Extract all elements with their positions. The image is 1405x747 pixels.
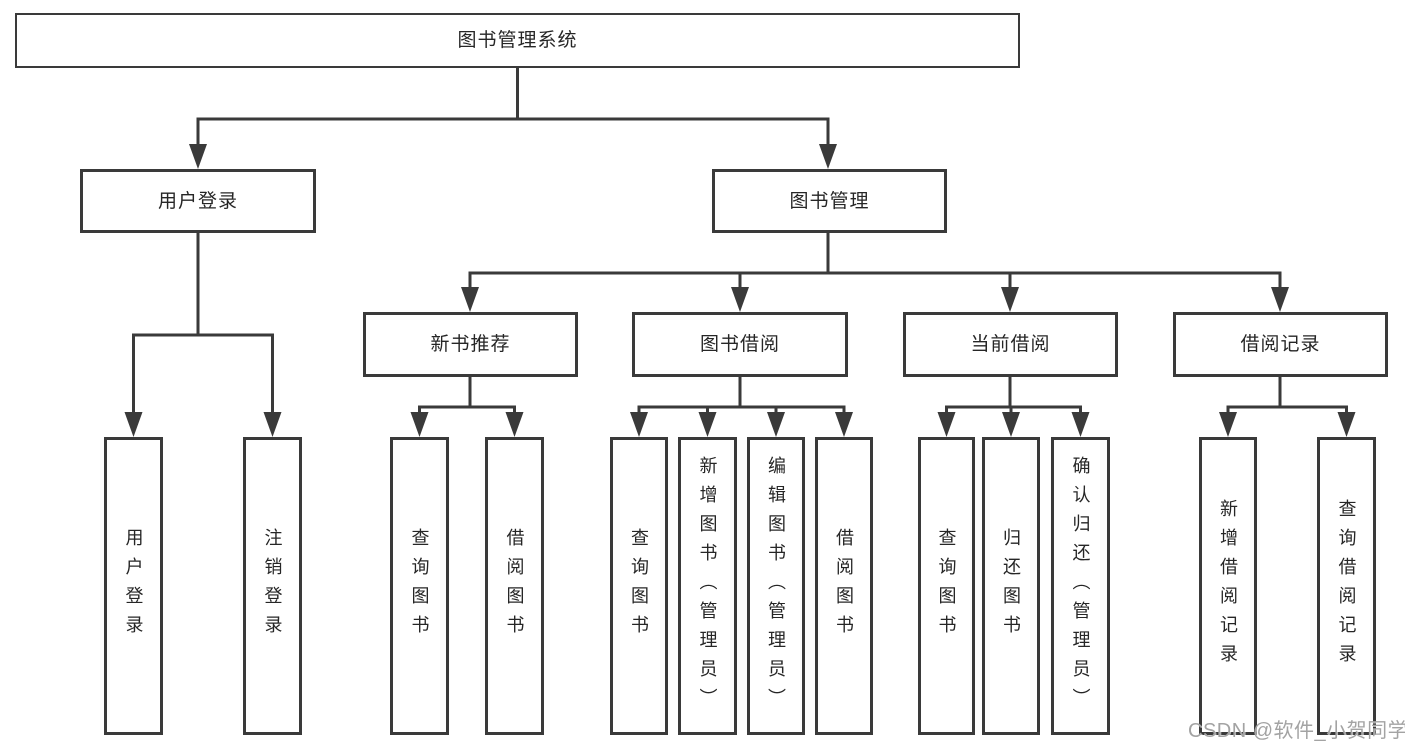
- node-label: 图书管理系统: [457, 30, 578, 51]
- connector-records-to-leaves: [1226, 377, 1348, 418]
- leaf-query-books-current: 查询图书: [918, 437, 975, 735]
- node-book-management: 图书管理: [712, 169, 947, 233]
- node-new-book-recommend: 新书推荐: [363, 312, 578, 377]
- leaf-confirm-return-admin: 确认归还（管理员）: [1051, 437, 1110, 735]
- connector-bookborrow-to-leaves: [637, 377, 846, 418]
- leaf-add-books-admin: 新增图书（管理员）: [678, 437, 737, 735]
- connector-currentborrow-to-leaves: [945, 377, 1082, 418]
- leaf-edit-books-admin: 编辑图书（管理员）: [747, 437, 805, 735]
- leaf-return-books: 归还图书: [982, 437, 1040, 735]
- node-label: 图书管理: [789, 190, 870, 212]
- node-label: 用户登录: [157, 190, 238, 212]
- node-label: 新增图书（管理员）: [697, 455, 718, 717]
- connector-newbook-to-leaves: [418, 377, 516, 418]
- node-label: 归还图书: [1001, 528, 1021, 644]
- leaf-borrow-books-recommend: 借阅图书: [485, 437, 544, 735]
- node-label: 新书推荐: [430, 334, 511, 355]
- node-user-login: 用户登录: [80, 169, 316, 233]
- node-label: 确认归还（管理员）: [1070, 455, 1091, 717]
- node-label: 查询图书: [936, 528, 957, 644]
- node-book-borrow: 图书借阅: [632, 312, 848, 377]
- leaf-borrow-books: 借阅图书: [815, 437, 873, 735]
- node-label: 图书借阅: [699, 334, 780, 355]
- node-label: 新增借阅记录: [1218, 499, 1238, 673]
- node-label: 编辑图书（管理员）: [766, 455, 786, 717]
- node-current-borrow: 当前借阅: [903, 312, 1118, 377]
- node-library-management-system: 图书管理系统: [15, 13, 1020, 68]
- node-label: 查询图书: [409, 528, 430, 644]
- node-label: 借阅图书: [834, 528, 854, 644]
- node-label: 用户登录: [123, 528, 144, 644]
- node-label: 查询借阅记录: [1336, 499, 1357, 673]
- leaf-user-login: 用户登录: [104, 437, 163, 735]
- arrowheads: [124, 144, 1356, 437]
- leaf-query-books-borrow: 查询图书: [610, 437, 668, 735]
- node-label: 注销登录: [262, 528, 283, 644]
- node-borrow-records: 借阅记录: [1173, 312, 1388, 377]
- node-label: 当前借阅: [970, 334, 1051, 355]
- csdn-watermark: CSDN @软件_小贺同学: [1188, 720, 1405, 742]
- connector-root-to-level2: [196, 68, 830, 150]
- leaf-add-borrow-record: 新增借阅记录: [1199, 437, 1257, 735]
- connector-bookmgmt-to-level3: [468, 233, 1282, 293]
- node-label: 查询图书: [629, 528, 649, 644]
- leaf-logout: 注销登录: [243, 437, 302, 735]
- leaf-query-books-recommend: 查询图书: [390, 437, 449, 735]
- connector-userlogin-to-leaves: [132, 233, 274, 418]
- node-label: 借阅图书: [504, 528, 525, 644]
- node-label: 借阅记录: [1240, 334, 1321, 355]
- leaf-query-borrow-record: 查询借阅记录: [1317, 437, 1376, 735]
